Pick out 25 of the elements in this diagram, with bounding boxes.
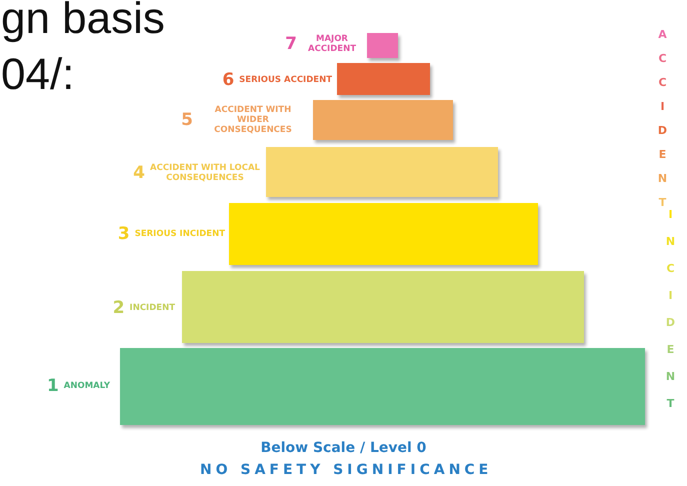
scale-caption: Below Scale / Level 0	[260, 440, 428, 456]
level-bar	[337, 63, 430, 95]
level-number: 3	[118, 225, 130, 243]
level-bar	[120, 348, 645, 425]
level-number: 6	[222, 71, 234, 89]
level-number: 4	[133, 164, 145, 182]
level-number: 7	[285, 35, 297, 53]
level-bar	[266, 147, 498, 197]
level-name: ACCIDENT WITH WIDER CONSEQUENCES	[213, 105, 293, 135]
level-name: ANOMALY	[64, 381, 110, 391]
level-number: 5	[181, 111, 193, 129]
level-name: ACCIDENT WITH LOCAL CONSEQUENCES	[150, 163, 260, 183]
level-name: MAJOR ACCIDENT	[307, 34, 357, 54]
heading-text: 04/:	[1, 50, 74, 100]
level-bar	[313, 100, 453, 140]
level-number: 2	[112, 299, 125, 317]
scale-caption: NO SAFETY SIGNIFICANCE	[200, 462, 487, 478]
level-name: INCIDENT	[130, 303, 175, 313]
level-bar	[182, 271, 584, 343]
level-name: SERIOUS ACCIDENT	[239, 75, 332, 85]
level-name: SERIOUS INCIDENT	[134, 229, 225, 239]
level-bar	[367, 33, 398, 58]
level-number: 1	[46, 377, 59, 395]
heading-text: gn basis	[1, 0, 165, 44]
level-bar	[229, 203, 538, 265]
